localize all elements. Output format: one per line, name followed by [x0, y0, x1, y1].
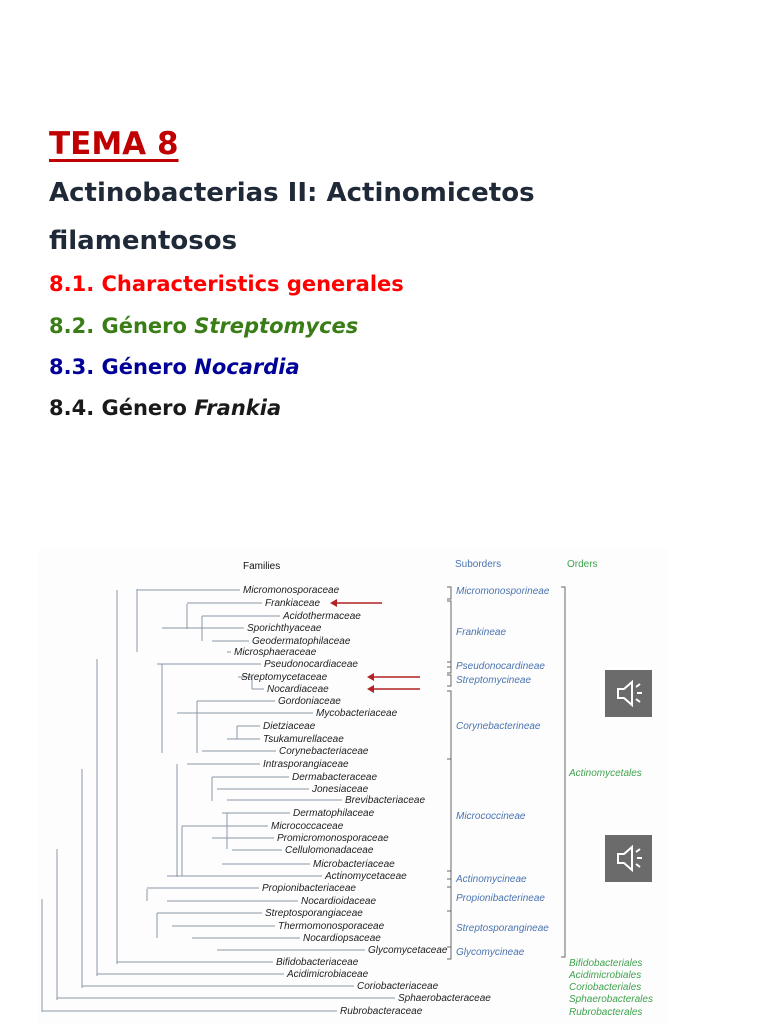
- order-bracket: [561, 586, 566, 958]
- subtitle-line-1: Actinobacterias II: Actinomicetos: [49, 178, 535, 208]
- topic-item-2: 8.2. Género Streptomyces: [49, 314, 359, 338]
- suborder-label: Actinomycineae: [455, 874, 527, 885]
- family-label: Frankiaceae: [265, 598, 320, 609]
- family-label: Coriobacteriaceae: [357, 981, 439, 992]
- family-label: Microbacteriaceae: [313, 859, 395, 870]
- families-header: Families: [243, 561, 280, 572]
- suborder-label: Pseudonocardineae: [456, 661, 545, 672]
- highlight-arrowhead: [367, 685, 374, 693]
- family-label: Glycomycetaceae: [368, 945, 448, 956]
- speaker-icon[interactable]: [605, 670, 652, 717]
- speaker-glyph: [617, 679, 642, 708]
- suborder-bracket: [447, 886, 452, 912]
- family-label: Gordoniaceae: [278, 696, 341, 707]
- family-label: Intrasporangiaceae: [263, 759, 349, 770]
- topic-item-1: 8.1. Characteristics generales: [49, 272, 404, 296]
- suborder-label: Frankineae: [456, 627, 506, 638]
- family-label: Dermatophilaceae: [293, 808, 375, 819]
- family-label: Rubrobacteraceae: [340, 1006, 423, 1017]
- speaker-glyph: [617, 844, 642, 873]
- family-label: Actinomycetaceae: [324, 871, 407, 882]
- suborder-bracket: [447, 674, 452, 687]
- suborder-bracket: [447, 910, 452, 948]
- family-label: Cellulomonadaceae: [285, 845, 374, 856]
- speaker-icon[interactable]: [605, 835, 652, 882]
- orders-header: Orders: [567, 559, 598, 570]
- family-label: Mycobacteriaceae: [316, 708, 398, 719]
- order-label: Sphaerobacterales: [569, 994, 653, 1005]
- suborder-bracket: [447, 586, 452, 600]
- suborder-label: Streptomycineae: [456, 675, 531, 686]
- family-label: Jonesiaceae: [311, 784, 369, 795]
- family-label: Nocardiaceae: [267, 684, 329, 695]
- family-label: Nocardioidaceae: [301, 896, 376, 907]
- order-label: Acidimicrobiales: [568, 970, 641, 981]
- order-label: Rubrobacterales: [569, 1007, 642, 1018]
- suborder-bracket: [447, 690, 452, 760]
- family-label: Microsphaeraceae: [234, 647, 317, 658]
- family-label: Propionibacteriaceae: [262, 883, 356, 894]
- suborders-header: Suborders: [455, 559, 501, 570]
- suborder-label: Micromonosporineae: [456, 586, 550, 597]
- family-label: Acidothermaceae: [282, 611, 361, 622]
- suborder-bracket: [447, 946, 452, 960]
- family-label: Bifidobacteriaceae: [276, 957, 359, 968]
- subtitle-line-2: filamentosos: [49, 226, 238, 256]
- family-label: Tsukamurellaceae: [263, 734, 344, 745]
- family-label: Streptosporangiaceae: [265, 908, 363, 919]
- family-label: Pseudonocardiaceae: [264, 659, 358, 670]
- family-label: Promicromonosporaceae: [277, 833, 389, 844]
- topic-item-3: 8.3. Género Nocardia: [49, 355, 300, 379]
- suborder-bracket: [447, 600, 452, 668]
- family-label: Dietziaceae: [263, 721, 316, 732]
- family-label: Streptomycetaceae: [241, 672, 328, 683]
- family-label: Nocardiopsaceae: [303, 933, 381, 944]
- family-label: Micromonosporaceae: [243, 585, 340, 596]
- family-label: Sphaerobacteraceae: [398, 993, 491, 1004]
- family-label: Acidimicrobiaceae: [286, 969, 369, 980]
- highlight-arrowhead: [367, 673, 374, 681]
- suborder-label: Micrococcineae: [456, 811, 526, 822]
- topic-item-4: 8.4. Género Frankia: [49, 396, 282, 420]
- highlight-arrowhead: [330, 599, 337, 607]
- suborder-bracket: [447, 758, 452, 880]
- phylogenetic-tree: Families Suborders OrdersMicromonosporacea…: [41, 559, 653, 1018]
- suborder-label: Glycomycineae: [456, 947, 525, 958]
- family-label: Micrococcaceae: [271, 821, 344, 832]
- suborder-label: Streptosporangineae: [456, 923, 549, 934]
- page-title: TEMA 8: [49, 126, 179, 162]
- order-label: Bifidobacteriales: [569, 958, 642, 969]
- suborder-bracket: [447, 661, 452, 674]
- family-label: Corynebacteriaceae: [279, 746, 369, 757]
- family-label: Dermabacteraceae: [292, 772, 377, 783]
- suborder-label: Propionibacterineae: [456, 893, 545, 904]
- family-label: Thermomonosporaceae: [278, 921, 385, 932]
- family-label: Geodermatophilaceae: [252, 636, 351, 647]
- suborder-label: Corynebacterineae: [456, 721, 541, 732]
- family-label: Sporichthyaceae: [247, 623, 322, 634]
- family-label: Brevibacteriaceae: [345, 795, 425, 806]
- order-label: Actinomycetales: [568, 768, 642, 779]
- order-label: Coriobacteriales: [569, 982, 641, 993]
